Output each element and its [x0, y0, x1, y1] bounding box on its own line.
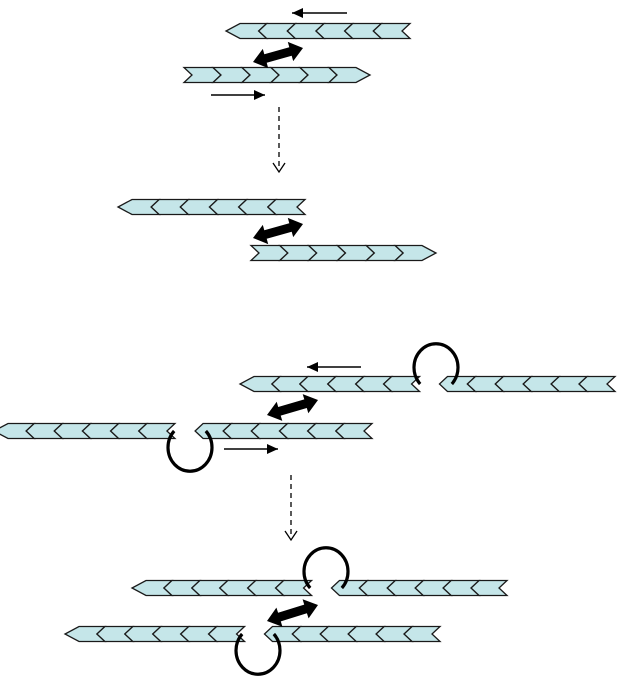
filament-subunit [578, 375, 617, 393]
arrow-left-icon [292, 8, 347, 18]
loop-bottom-lower [166, 429, 214, 473]
filament-bottom-upper [238, 375, 617, 393]
loop-bottom-upper-slid [302, 546, 350, 590]
double-headed-arrow-icon [253, 41, 303, 69]
loop-bottom-lower-slid [234, 632, 282, 676]
double-headed-arrow-icon [253, 217, 303, 245]
filament-bottom-lower-slid [63, 625, 442, 643]
filament-subunit [274, 579, 314, 597]
filament-subunit [470, 579, 509, 597]
filament-top-upper-slid [116, 198, 307, 216]
filament-bottom-upper-slid [130, 579, 509, 597]
dashed-down-arrow-icon [272, 107, 286, 174]
arrow-right-icon [224, 444, 278, 454]
filament-subunit [137, 422, 177, 440]
sliding-arrow-panel3 [267, 394, 318, 421]
double-headed-arrow-icon [267, 394, 318, 421]
sliding-arrow-panel1 [253, 41, 303, 69]
filament-subunit [207, 625, 247, 643]
dashed-down-arrow-icon [284, 475, 298, 542]
filament-top-lower-slid [249, 244, 438, 262]
filament-top-lower [182, 66, 372, 84]
double-headed-arrow-icon [267, 599, 318, 627]
filament-bottom-lower [0, 422, 374, 440]
filament-subunit [327, 66, 372, 84]
filament-subunit [266, 198, 307, 216]
filament-top-upper [224, 22, 412, 40]
filament-subunit [334, 422, 374, 440]
sliding-arrow-panel2 [253, 217, 303, 245]
arrow-right-icon [211, 90, 265, 100]
filament-subunit [382, 375, 422, 393]
loop-bottom-upper [412, 342, 460, 386]
filament-subunit [372, 22, 412, 40]
arrow-left-icon [307, 362, 361, 372]
sliding-arrow-panel4 [267, 599, 318, 627]
filament-subunit [403, 625, 442, 643]
filament-subunit [393, 244, 438, 262]
